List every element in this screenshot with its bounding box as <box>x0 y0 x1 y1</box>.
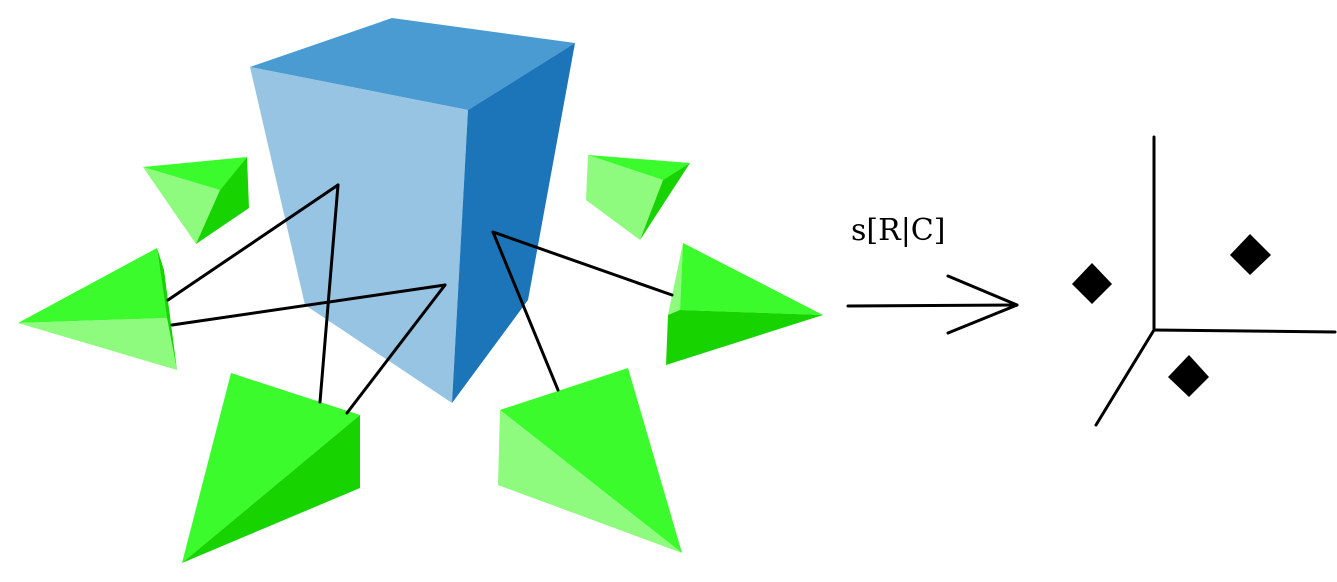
diamond-point-icon <box>1072 263 1112 304</box>
box-side-face <box>452 43 575 403</box>
camera-pyramid-icon <box>18 248 177 370</box>
box-icon <box>250 18 575 403</box>
correspondence-line <box>491 230 560 392</box>
axis-horizontal <box>1152 328 1337 334</box>
camera-face-dark <box>640 163 690 240</box>
3d-axes-icon <box>1094 135 1337 427</box>
camera-face-dark <box>182 415 360 563</box>
camera-pyramid-icon <box>586 155 690 240</box>
camera-pyramid-icon <box>666 243 823 365</box>
box-top-face <box>250 18 575 110</box>
camera-face-light <box>143 167 220 244</box>
correspondence-lines <box>166 183 674 415</box>
camera-face-light <box>668 243 683 315</box>
camera-face-light <box>586 155 663 240</box>
camera-face-bright <box>143 157 247 190</box>
arrow-shaft <box>846 303 1019 308</box>
diamond-point-icon <box>1168 355 1209 397</box>
transform-label: s[R|C] <box>851 213 945 248</box>
axis-diagonal <box>1094 328 1156 427</box>
camera-face-bright <box>18 248 167 323</box>
camera-pyramid-icon <box>182 373 360 563</box>
diamond-point-icon <box>1230 234 1271 275</box>
camera-face-bright <box>182 373 360 563</box>
camera-face-light <box>498 410 682 553</box>
correspondence-line <box>345 283 447 415</box>
camera-face-dark <box>157 248 177 370</box>
camera-pyramid-icon <box>498 368 682 553</box>
correspondence-line <box>318 183 340 404</box>
points <box>1072 234 1271 397</box>
camera-face-dark <box>196 157 249 244</box>
arrow-head <box>946 274 1019 335</box>
camera-face-bright <box>500 368 682 553</box>
camera-face-bright <box>588 155 690 180</box>
correspondence-line <box>170 283 447 327</box>
camera-face-dark <box>666 310 823 365</box>
open-arrow-icon <box>846 274 1019 335</box>
camera-face-bright <box>680 243 823 315</box>
correspondence-line <box>491 230 674 297</box>
camera-pyramid-icon <box>143 157 249 244</box>
correspondence-line <box>166 183 340 302</box>
box-front-face <box>250 67 468 403</box>
camera-face-light <box>18 318 177 370</box>
